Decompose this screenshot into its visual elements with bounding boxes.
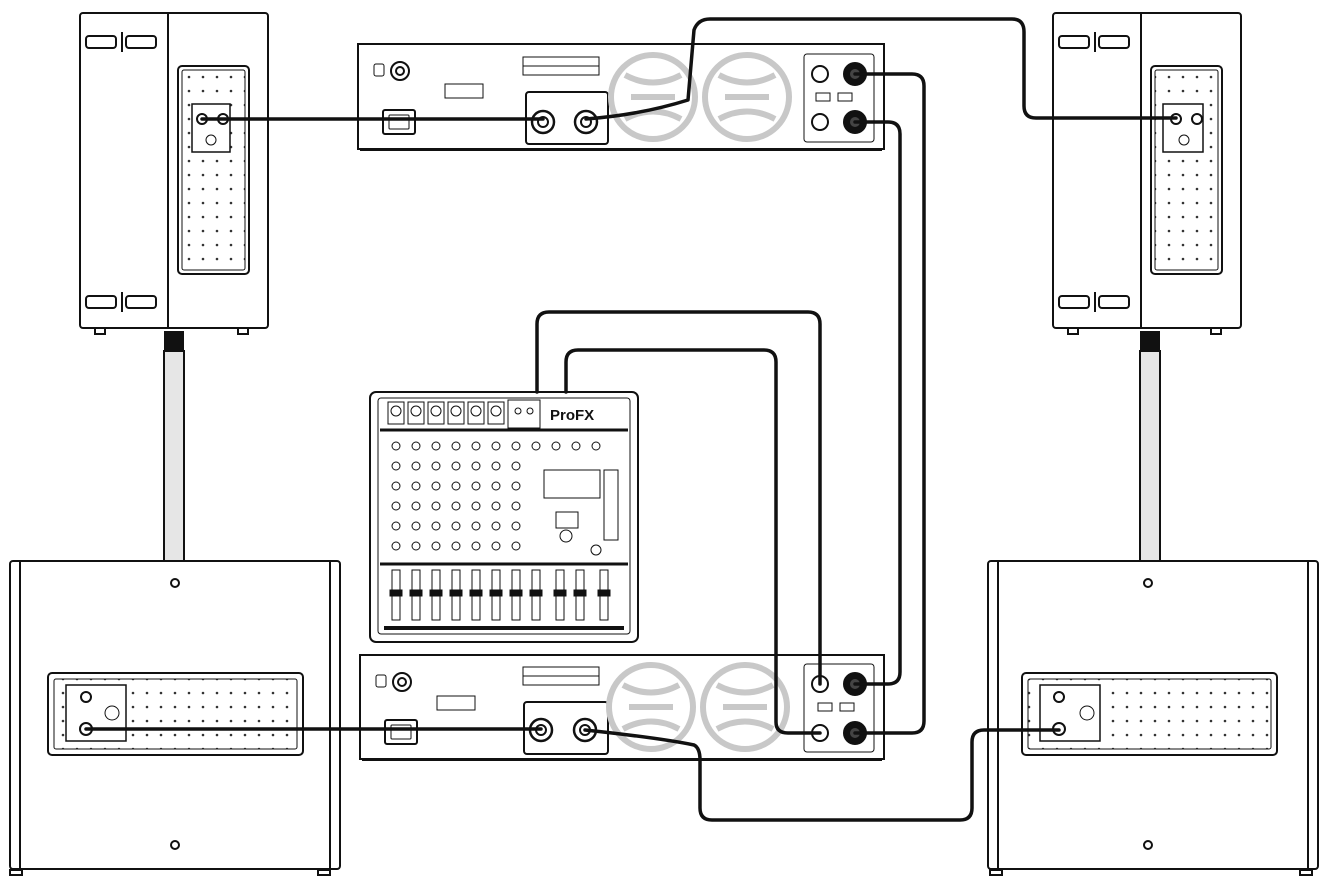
mixer bbox=[369, 391, 639, 643]
left-subwoofer bbox=[9, 560, 341, 876]
top-right-speaker bbox=[1052, 12, 1242, 335]
cables bbox=[84, 17, 1178, 822]
cooling-fan-icon bbox=[608, 52, 698, 142]
left-speaker-pole bbox=[163, 331, 185, 562]
top-amplifier bbox=[357, 43, 885, 151]
cable-right-sub bbox=[583, 728, 1061, 822]
cable-link-2 bbox=[853, 72, 926, 735]
cable-link-1 bbox=[853, 120, 902, 686]
bottom-amplifier bbox=[359, 654, 885, 761]
top-left-speaker bbox=[79, 12, 269, 335]
cooling-fan-icon bbox=[606, 662, 696, 752]
cooling-fan-icon bbox=[700, 662, 790, 752]
cable-mixer-out-1 bbox=[535, 310, 822, 686]
cable-mixer-out-2 bbox=[564, 348, 822, 735]
mixer-brand-label: ProFX bbox=[550, 407, 594, 424]
right-subwoofer bbox=[987, 560, 1319, 876]
right-speaker-pole bbox=[1139, 331, 1161, 562]
cooling-fan-icon bbox=[702, 52, 792, 142]
cable-top-right-speaker bbox=[584, 17, 1178, 121]
